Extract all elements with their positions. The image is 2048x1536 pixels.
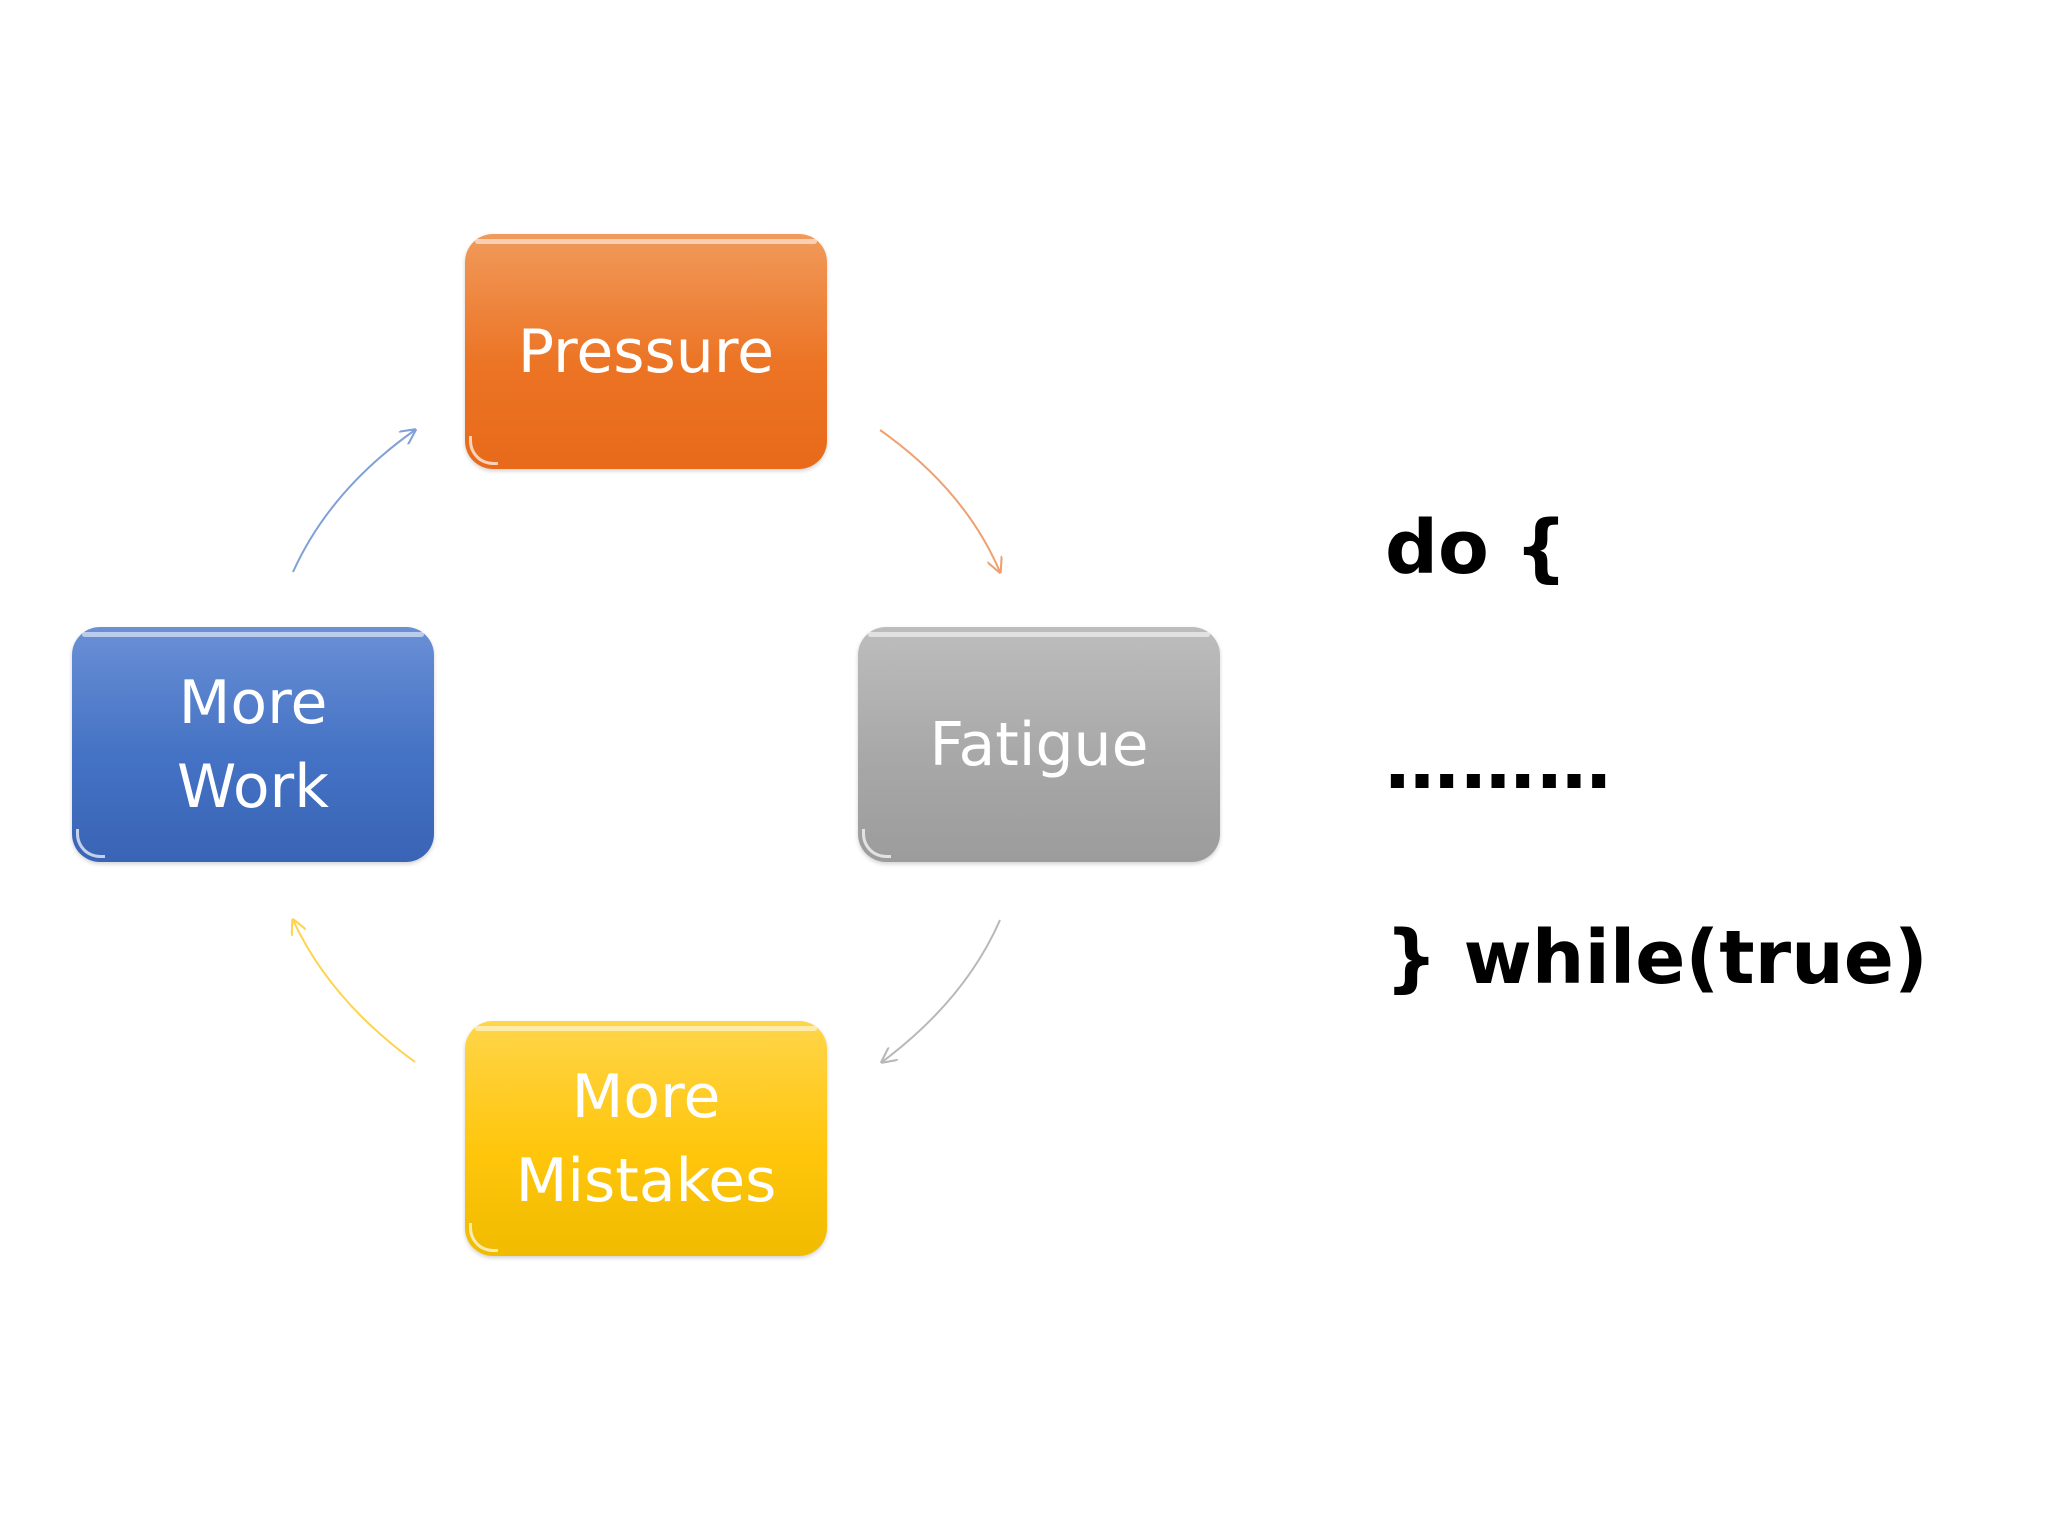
code-while-true: } while(true) [1385, 915, 1928, 1001]
pressure-label: Pressure [517, 316, 775, 387]
arrow-fatigue-to-mistakes [882, 919, 1001, 1062]
arrow-pressure-to-fatigue [879, 429, 1000, 572]
fatigue-label: Fatigue [929, 709, 1149, 780]
code-ellipsis: ……… [1385, 720, 1613, 806]
more-work-box: More Work [72, 627, 434, 862]
code-do-open: do { [1385, 505, 1568, 591]
pressure-box: Pressure [465, 234, 827, 469]
more-mistakes-label: More Mistakes [515, 1061, 777, 1216]
fatigue-box: Fatigue [858, 627, 1220, 862]
more-mistakes-box: More Mistakes [465, 1021, 827, 1256]
more-work-label: More Work [177, 667, 329, 822]
arrow-mistakes-to-work [293, 920, 416, 1063]
arrow-work-to-pressure [292, 430, 415, 573]
